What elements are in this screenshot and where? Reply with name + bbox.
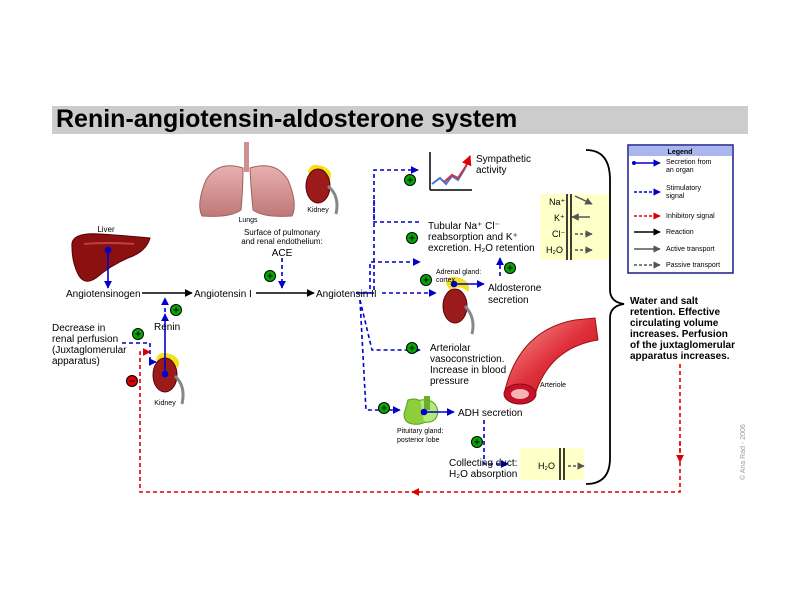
ion-h2o: H₂O [546, 245, 563, 255]
tubular-transport-box [540, 194, 610, 260]
adrenal-kidney-icon [442, 276, 475, 335]
legend-title: Legend [668, 149, 693, 156]
title-bar [52, 106, 748, 134]
label-lungs: Lungs [238, 217, 258, 224]
badge-sign: + [409, 234, 415, 245]
ion-na: Na⁺ [549, 197, 566, 207]
label-renin: Renin [154, 322, 180, 333]
stimulatory-badge-icon: + [420, 274, 432, 287]
lungs-icon [199, 142, 295, 217]
kidney-bottom-icon [152, 352, 185, 405]
stimulatory-badge-icon: + [132, 328, 144, 341]
copyright: © Ana Rad - 2006 [739, 424, 747, 480]
right-brace [585, 149, 625, 485]
badge-sign: − [129, 377, 135, 388]
label-pituitary: Pituitary gland:posterior lobe [397, 428, 443, 444]
pituitary-icon [403, 396, 439, 425]
stimulatory-badge-icon: + [504, 262, 516, 275]
label-collecting: Collecting duct:H₂O absorption [449, 458, 517, 480]
label-angiotensin-2: Angiotensin II [316, 289, 377, 300]
label-adh: ADH secretion [458, 408, 522, 419]
badge-sign: + [381, 404, 387, 415]
inhibitory-loop [139, 348, 684, 496]
badge-sign: + [507, 264, 513, 275]
legend-item-passive: Passive transport [666, 262, 720, 269]
legend-item-inhibitory: Inhibitory signal [666, 213, 715, 220]
sympathetic-chart-icon [429, 152, 472, 191]
badge-sign: + [173, 306, 179, 317]
ion-cl: Cl⁻ [552, 229, 565, 239]
stimulatory-badge-icon: + [471, 436, 483, 449]
kidney-top-icon [305, 164, 339, 215]
stimulatory-badge-icon: + [404, 174, 416, 187]
secretion-arrows [104, 246, 485, 416]
label-angiotensinogen: Angiotensinogen [66, 289, 141, 300]
legend-item-reaction: Reaction [666, 229, 694, 236]
stimulatory-badge-icon: + [406, 342, 418, 355]
arteriole-icon [503, 317, 599, 405]
label-arteriole: Arteriole [540, 382, 566, 389]
badge-sign: + [267, 272, 273, 283]
stimulatory-badge-icon: + [264, 270, 276, 283]
badge-sign: + [409, 344, 415, 355]
diagram-title: Renin-angiotensin-aldosterone system [56, 105, 518, 133]
legend-item-active: Active transport [666, 246, 715, 253]
label-liver: Liver [97, 225, 115, 234]
badge-sign: + [407, 176, 413, 187]
label-ace: ACE [272, 248, 293, 259]
inhibitory-badge-icon: − [126, 375, 138, 388]
label-angiotensin-1: Angiotensin I [194, 289, 252, 300]
badge-sign: + [135, 330, 141, 341]
badge-sign: + [474, 438, 480, 449]
stimulatory-badge-icon: + [378, 402, 390, 415]
label-kidney-top: Kidney [307, 207, 329, 214]
duct-ion-h2o: H₂O [538, 461, 555, 471]
liver-icon [71, 233, 151, 282]
collecting-duct-box [520, 448, 585, 480]
ion-k: K⁺ [554, 213, 565, 223]
label-adrenal: Adrenal gland:cortex [436, 269, 481, 284]
stimulatory-badge-icon: + [406, 232, 418, 245]
label-tubular: Tubular Na⁺ Cl⁻reabsorption and K⁺excret… [428, 221, 535, 254]
badge-sign: + [423, 276, 429, 287]
label-kidney-bottom: Kidney [154, 400, 176, 407]
stimulatory-badge-icon: + [170, 304, 182, 317]
